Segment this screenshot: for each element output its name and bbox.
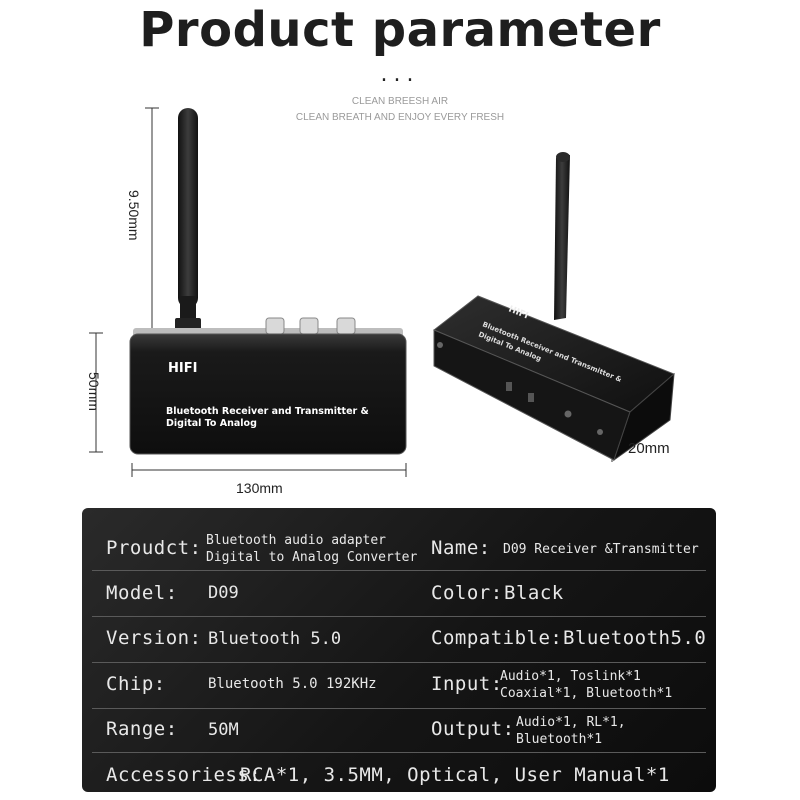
- title-dots: ...: [380, 62, 420, 87]
- name-value: D09 Receiver &Transmitter: [503, 542, 699, 557]
- version-value: Bluetooth 5.0: [208, 629, 342, 649]
- rca-jacks: [265, 317, 356, 335]
- product-label: Proudct:: [106, 537, 202, 559]
- color-value: Black: [504, 582, 564, 604]
- name-label: Name:: [431, 537, 491, 559]
- tagline-1: CLEAN BREESH AIR: [351, 96, 449, 107]
- chip-value: Bluetooth 5.0 192KHz: [208, 676, 377, 692]
- angled-device: HIFI Bluetooth Receiver and Transmitter …: [433, 152, 675, 462]
- tagline-2: CLEAN BREATH AND ENJOY EVERY FRESH: [295, 112, 505, 123]
- range-label: Range:: [106, 718, 178, 740]
- model-label: Model:: [106, 582, 178, 604]
- product-value-2: Digital to Analog Converter: [206, 550, 418, 565]
- front-text-2: Digital To Analog: [166, 418, 257, 429]
- output-value-2: Bluetooth*1: [516, 732, 603, 747]
- input-label: Input:: [431, 673, 503, 695]
- row-divider: [92, 570, 706, 571]
- input-value-1: Audio*1, Toslink*1: [500, 669, 641, 684]
- output-label: Output:: [431, 718, 515, 740]
- front-device: HIFI Bluetooth Receiver and Transmitter …: [129, 108, 407, 455]
- parameter-panel: [82, 508, 716, 792]
- range-value: 50M: [208, 720, 239, 740]
- antenna-height-label: 9.50mm: [126, 190, 142, 241]
- device-height-label: 50mm: [86, 372, 102, 411]
- input-value-2: Coaxial*1, Bluetooth*1: [500, 686, 673, 701]
- accessories-value: RCA*1, 3.5MM, Optical, User Manual*1: [240, 764, 670, 786]
- color-label: Color:: [431, 582, 503, 604]
- product-value-1: Bluetooth audio adapter: [206, 533, 387, 548]
- output-value-1: Audio*1, RL*1,: [516, 715, 626, 730]
- compatible-value: Bluetooth5.0: [563, 627, 707, 649]
- version-label: Version:: [106, 627, 202, 649]
- accessories-label: Accessoriess:: [106, 764, 262, 786]
- model-value: D09: [208, 583, 239, 603]
- depth-label: 20mm: [628, 440, 670, 457]
- row-divider: [92, 616, 706, 617]
- front-hifi-label: HIFI: [168, 361, 197, 376]
- row-divider: [92, 708, 706, 709]
- front-text-1: Bluetooth Receiver and Transmitter &: [166, 406, 369, 417]
- product-illustration: HIFI Bluetooth Receiver and Transmitter …: [89, 107, 675, 477]
- row-divider: [92, 662, 706, 663]
- chip-label: Chip:: [106, 673, 166, 695]
- row-divider: [92, 752, 706, 753]
- page-title: Product parameter: [139, 2, 661, 58]
- compatible-label: Compatible:: [431, 627, 563, 649]
- width-label: 130mm: [236, 480, 283, 496]
